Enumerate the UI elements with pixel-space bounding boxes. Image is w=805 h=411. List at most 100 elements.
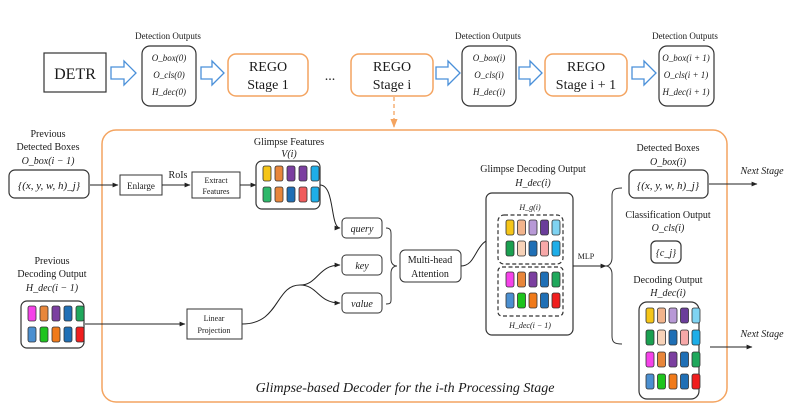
hollow-arrow-icon (110, 59, 137, 87)
feature-token (680, 373, 689, 390)
hprev-dashed-box (497, 266, 564, 317)
prev-dec-line2: Decoding Output (17, 269, 86, 280)
feature-token (310, 165, 320, 182)
hprev-feature-grid (505, 271, 561, 309)
feature-token (645, 373, 655, 390)
feature-token (75, 305, 85, 322)
hdec-i: H_dec(i) (472, 87, 505, 97)
curve-to-key (299, 262, 341, 286)
linear-line1: Linear (204, 314, 225, 323)
linear-line2: Projection (198, 326, 231, 335)
feature-token (551, 292, 561, 309)
hollow-arrow-icon (200, 59, 225, 87)
attention-line2: Attention (411, 269, 449, 280)
hg-dashed-box (497, 214, 564, 265)
glimpse-features-label: Glimpse Features (254, 137, 324, 148)
linear-projection-box (186, 308, 243, 340)
feature-token (691, 307, 701, 324)
stage-i-subtitle: Stage i (373, 78, 412, 93)
prev-boxes-var: O_box(i − 1) (22, 156, 76, 167)
value-box (341, 292, 383, 314)
feature-token (528, 292, 538, 309)
glimpse-output-var: H_dec(i) (514, 178, 551, 189)
feature-token (540, 240, 549, 257)
curve-to-value (299, 284, 341, 306)
hollow-arrow-icon (435, 59, 461, 87)
prev-boxes-line1: Previous (31, 129, 66, 140)
qkv-brace (385, 227, 398, 305)
detection-outputs-box-0 (141, 45, 197, 107)
feature-token (75, 326, 85, 343)
feature-token (551, 240, 561, 257)
feature-token (668, 307, 678, 324)
feature-token (27, 326, 37, 343)
feature-token (551, 219, 561, 236)
obox-i1: O_box(i + 1) (662, 53, 710, 63)
detection-outputs-box-i (461, 45, 517, 107)
feature-token (540, 219, 549, 236)
extract-line2: Features (202, 187, 229, 196)
feature-token (274, 165, 284, 182)
detection-outputs-box-i1 (658, 45, 715, 107)
stage-1-subtitle: Stage 1 (247, 78, 289, 93)
feature-token (27, 305, 37, 322)
feature-token (645, 329, 655, 346)
feature-token (262, 165, 272, 182)
glimpse-output-label: Glimpse Decoding Output (480, 164, 586, 175)
feature-token (680, 329, 689, 346)
feature-token (691, 329, 701, 346)
extract-line1: Extract (204, 176, 228, 185)
rego-stage-i-plus-1 (544, 53, 628, 97)
detr-box (43, 52, 107, 93)
ellipsis: ... (325, 69, 336, 84)
feature-token (668, 373, 678, 390)
next-stage-label-1[interactable]: Next Stage (739, 166, 784, 177)
feature-token (262, 186, 272, 203)
feature-token (551, 271, 561, 288)
feature-token (298, 165, 308, 182)
obox-i: O_box(i) (473, 53, 506, 63)
key-box (341, 254, 383, 276)
feature-token (39, 305, 49, 322)
query-label: query (351, 224, 374, 235)
feature-token (657, 351, 666, 368)
feature-token (274, 186, 284, 203)
glimpse-decoder-frame (101, 129, 728, 403)
curve-linear-fork (241, 284, 305, 325)
prev-dec-var: H_dec(i − 1) (25, 283, 79, 294)
glimpse-output-box (485, 192, 574, 336)
rego-stage-i (350, 53, 434, 97)
feature-token (528, 240, 538, 257)
enlarge-label: Enlarge (127, 181, 155, 191)
feature-token (286, 186, 296, 203)
decoder-caption: Glimpse-based Decoder for the i-th Proce… (256, 381, 555, 396)
feature-token (645, 307, 655, 324)
rois-label: RoIs (169, 170, 188, 181)
hprev-label: H_dec(i − 1) (508, 321, 551, 330)
feature-token (310, 186, 320, 203)
feature-token (517, 271, 526, 288)
classification-box (650, 240, 682, 264)
prev-dec-line1: Previous (35, 256, 70, 267)
obox-0: O_box(0) (152, 53, 187, 63)
feature-token (39, 326, 49, 343)
mlp-brace (605, 187, 623, 345)
feature-token (528, 271, 538, 288)
query-box (341, 217, 383, 239)
classification-var: O_cls(i) (652, 223, 685, 234)
hg-label: H_g(i) (518, 203, 541, 212)
extract-features-box (191, 171, 241, 199)
glimpse-features-var: V(i) (281, 149, 297, 160)
feature-token (528, 219, 538, 236)
glimpse-feature-grid (262, 165, 320, 203)
ocls-0: O_cls(0) (153, 70, 185, 80)
ocls-i1: O_cls(i + 1) (664, 70, 709, 80)
decoding-output-grid (645, 307, 701, 390)
detected-boxes-label: Detected Boxes (636, 143, 699, 154)
key-label: key (355, 261, 369, 272)
next-stage-label-2[interactable]: Next Stage (739, 329, 784, 340)
feature-token (51, 305, 61, 322)
feature-token (505, 240, 515, 257)
feature-token (505, 271, 515, 288)
